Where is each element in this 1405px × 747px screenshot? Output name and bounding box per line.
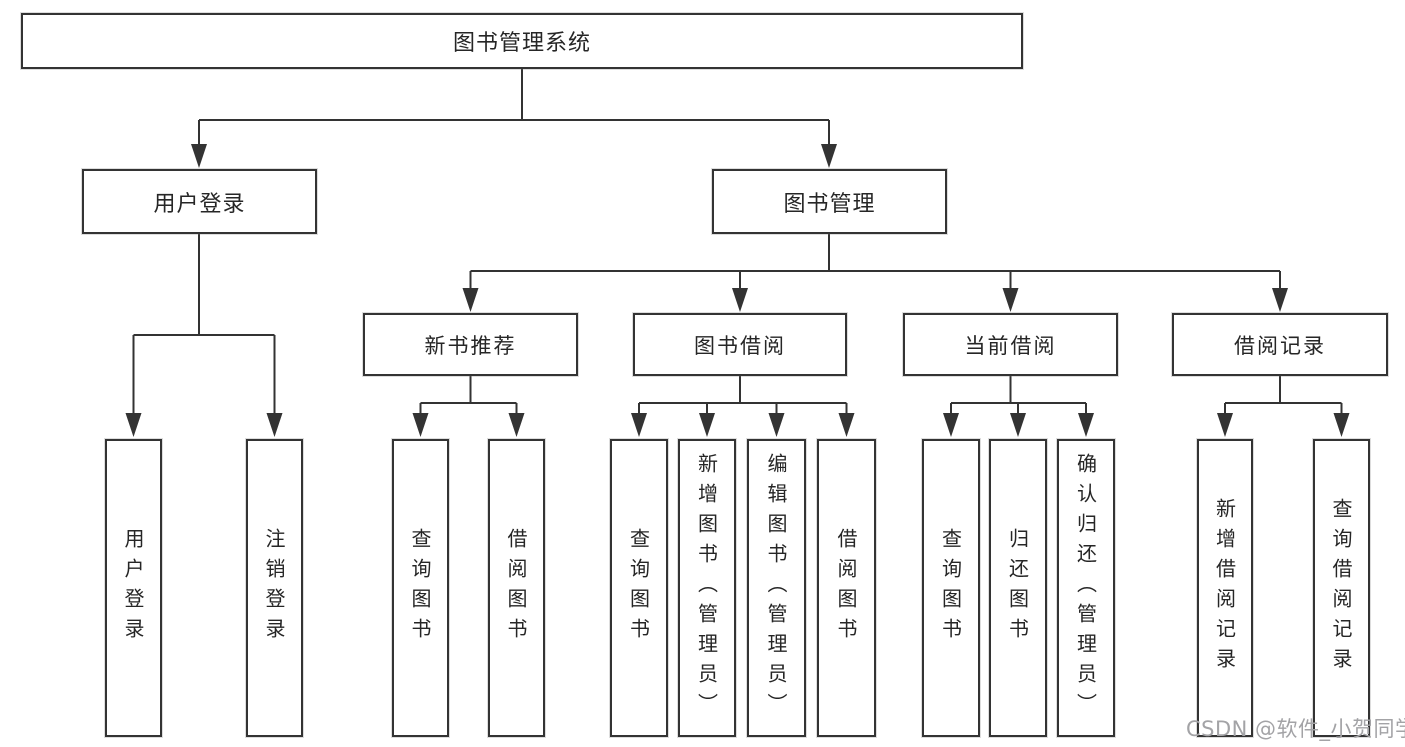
leaf-borrow-book-2: 借阅图书	[817, 439, 876, 737]
leaf-add-borrow-record: 新增借阅记录	[1197, 439, 1253, 737]
node-label: 当前借阅	[964, 333, 1057, 358]
node-label: 用户登录	[153, 191, 246, 217]
arrow-down-icon	[508, 413, 525, 437]
node-label: 查询图书	[626, 528, 651, 648]
node-user-login: 用户登录	[82, 169, 317, 234]
node-label: 图书借阅	[694, 333, 786, 358]
leaf-query-book-2: 查询图书	[610, 439, 668, 737]
arrow-down-icon	[699, 413, 715, 437]
node-label: 编辑图书（管理员）	[764, 453, 788, 723]
arrow-down-icon	[412, 413, 429, 437]
node-label: 归还图书	[1005, 528, 1030, 648]
node-label: 查询图书	[938, 528, 963, 648]
arrow-down-icon	[1217, 413, 1233, 437]
arrow-down-icon	[631, 413, 647, 437]
node-label: 新书推荐	[424, 333, 517, 358]
node-book-borrow: 图书借阅	[633, 313, 847, 376]
node-label: 查询借阅记录	[1329, 498, 1353, 678]
leaf-confirm-return-admin: 确认归还（管理员）	[1057, 439, 1115, 737]
node-current-borrow: 当前借阅	[903, 313, 1118, 376]
leaf-query-borrow-record: 查询借阅记录	[1313, 439, 1370, 737]
arrow-down-icon	[1272, 288, 1288, 312]
node-borrow-records: 借阅记录	[1172, 313, 1388, 376]
leaf-user-login: 用户登录	[105, 439, 162, 737]
node-book-management: 图书管理	[712, 169, 947, 234]
arrow-down-icon	[732, 288, 748, 312]
arrow-down-icon	[266, 413, 283, 437]
arrow-down-icon	[125, 413, 142, 437]
leaf-add-book-admin: 新增图书（管理员）	[678, 439, 736, 737]
node-label: 图书管理系统	[452, 31, 591, 56]
leaf-return-book: 归还图书	[989, 439, 1047, 737]
node-label: 借阅记录	[1234, 333, 1326, 358]
node-label: 借阅图书	[834, 528, 858, 648]
csdn-watermark: CSDN @软件_小贺同学	[1186, 717, 1405, 741]
node-label: 用户登录	[121, 528, 145, 648]
node-new-book-recommend: 新书推荐	[363, 313, 578, 376]
node-label: 图书管理	[783, 191, 876, 217]
arrow-down-icon	[462, 288, 479, 312]
arrow-down-icon	[1010, 413, 1026, 437]
node-label: 新增图书（管理员）	[694, 453, 719, 723]
leaf-query-book-3: 查询图书	[922, 439, 980, 737]
leaf-logout: 注销登录	[246, 439, 303, 737]
arrow-down-icon	[821, 144, 837, 168]
node-label: 借阅图书	[504, 528, 528, 648]
arrow-down-icon	[943, 413, 959, 437]
leaf-borrow-book-1: 借阅图书	[488, 439, 545, 737]
node-label: 注销登录	[262, 528, 286, 648]
arrow-down-icon	[1002, 288, 1019, 312]
node-label: 新增借阅记录	[1212, 498, 1237, 678]
node-label: 查询图书	[408, 528, 432, 648]
arrow-down-icon	[1333, 413, 1350, 437]
arrow-down-icon	[191, 144, 207, 168]
node-label: 确认归还（管理员）	[1073, 453, 1098, 723]
leaf-query-book-1: 查询图书	[392, 439, 449, 737]
arrow-down-icon	[768, 413, 785, 437]
arrow-down-icon	[838, 413, 855, 437]
arrow-down-icon	[1078, 413, 1094, 437]
leaf-edit-book-admin: 编辑图书（管理员）	[747, 439, 806, 737]
node-root-library-system: 图书管理系统	[21, 13, 1023, 69]
